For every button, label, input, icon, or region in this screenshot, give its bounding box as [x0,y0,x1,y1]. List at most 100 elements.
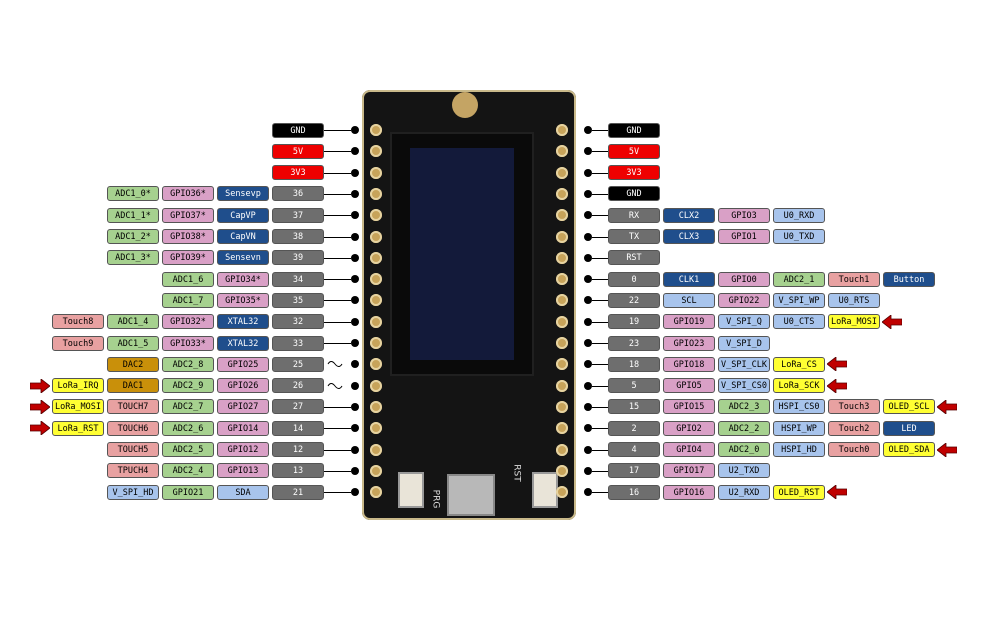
pin-lead [324,343,351,344]
pin-label: Touch8 [52,314,104,330]
header-pin [370,251,382,264]
pin-lead [592,300,608,302]
wave-icon [327,361,343,368]
pin-label: GPIO15 [663,399,715,415]
oled-display [390,132,534,376]
pin-lead [324,130,351,131]
pin-label: LoRa_IRQ [52,378,104,394]
pin-label: Button [883,271,935,287]
pin-dot [584,189,592,198]
pin-label: GPIO38* [162,229,214,244]
pin-label: TOUCH5 [107,442,159,457]
pin-label: V_SPI_HD [107,484,159,500]
header-pin [556,166,568,179]
pin-label: GPIO0 [718,271,770,287]
pin-lead [592,364,608,366]
pin-label: GPIO18 [663,356,715,372]
pin-dot [584,211,592,220]
pin-label: Touch1 [828,271,880,287]
pin-label: GPIO32* [162,314,214,330]
pointer-arrow-icon [827,357,847,372]
pin-label: GPIO19 [663,314,715,330]
pin-label: TPUCH4 [107,463,159,479]
pin-label: GPIO27 [217,399,269,415]
pointer-arrow-icon [937,442,957,457]
pin-dot [351,424,359,433]
pin-label: 37 [272,207,324,223]
pin-label: GPIO21 [162,484,214,500]
pin-label: ADC2_8 [162,356,214,372]
pin-label: 38 [272,229,324,244]
pin-label: U2_TXD [718,463,770,479]
pin-label: GND [608,122,660,138]
pin-label: ADC2_1 [773,271,825,287]
pin-label: 35 [272,292,324,308]
pin-dot [351,168,359,177]
pin-label: 27 [272,399,324,415]
pin-label: 4 [608,442,660,457]
pin-label: ADC2_0 [718,442,770,457]
pin-label: ADC2_2 [718,420,770,436]
pin-label: ADC1_6 [162,271,214,287]
header-pin [370,209,382,222]
pin-lead [324,406,351,408]
pin-label: HSPI_HD [773,442,825,457]
pin-label: 22 [608,292,660,308]
pin-label: CapVP [217,207,269,223]
header-pin [556,379,568,392]
header-pin [556,443,568,456]
pin-label: GPIO33* [162,335,214,351]
header-pin [370,464,382,477]
pin-dot [351,147,359,156]
pin-label: V_SPI_CS0 [718,378,770,394]
pin-lead [324,470,351,472]
pin-dot [351,232,359,241]
pin-label: GPIO23 [663,335,715,351]
pin-label: 33 [272,335,324,351]
header-pin [556,400,568,413]
pin-label: ADC2_4 [162,463,214,479]
pin-label: XTAL32 [217,335,269,351]
pointer-arrow-icon [827,485,847,500]
pin-label: LoRa_RST [52,420,104,436]
header-pin [556,358,568,371]
pin-label: GPIO25 [217,356,269,372]
header-pin [556,337,568,349]
pin-lead [324,172,351,174]
pin-label: GPIO34* [217,271,269,287]
header-pin [370,124,382,136]
prg-label: PRG [430,489,441,509]
header-pin [370,166,382,179]
usb-port [447,474,495,516]
pin-label: CapVN [217,229,269,244]
pin-lead [324,279,351,281]
pin-lead [592,428,608,430]
pin-label: GPIO4 [663,442,715,457]
pointer-arrow-icon [937,399,957,414]
pin-label: ADC2_3 [718,399,770,415]
pin-label: RX [608,207,660,223]
pin-label: Touch3 [828,399,880,415]
pin-lead [324,151,351,153]
pin-label: 0 [608,271,660,287]
header-pin [556,294,568,307]
pin-label: 25 [272,356,324,372]
pin-label: GPIO5 [663,378,715,394]
pin-dot [351,381,359,390]
pin-label: 14 [272,420,324,436]
pin-dot [584,339,592,347]
pin-label: SDA [217,484,269,500]
pin-label: GPIO12 [217,442,269,457]
header-pin [370,486,382,499]
header-pin [556,230,568,243]
pin-label: GPIO16 [663,484,715,500]
pin-label: 3V3 [608,165,660,181]
pin-label: Touch9 [52,335,104,351]
pin-label: ADC1_7 [162,292,214,308]
pin-lead [592,130,608,131]
header-pin [556,251,568,264]
pin-label: TOUCH7 [107,399,159,415]
pointer-arrow-icon [30,399,50,414]
pin-dot [584,381,592,390]
pin-lead [324,449,351,451]
